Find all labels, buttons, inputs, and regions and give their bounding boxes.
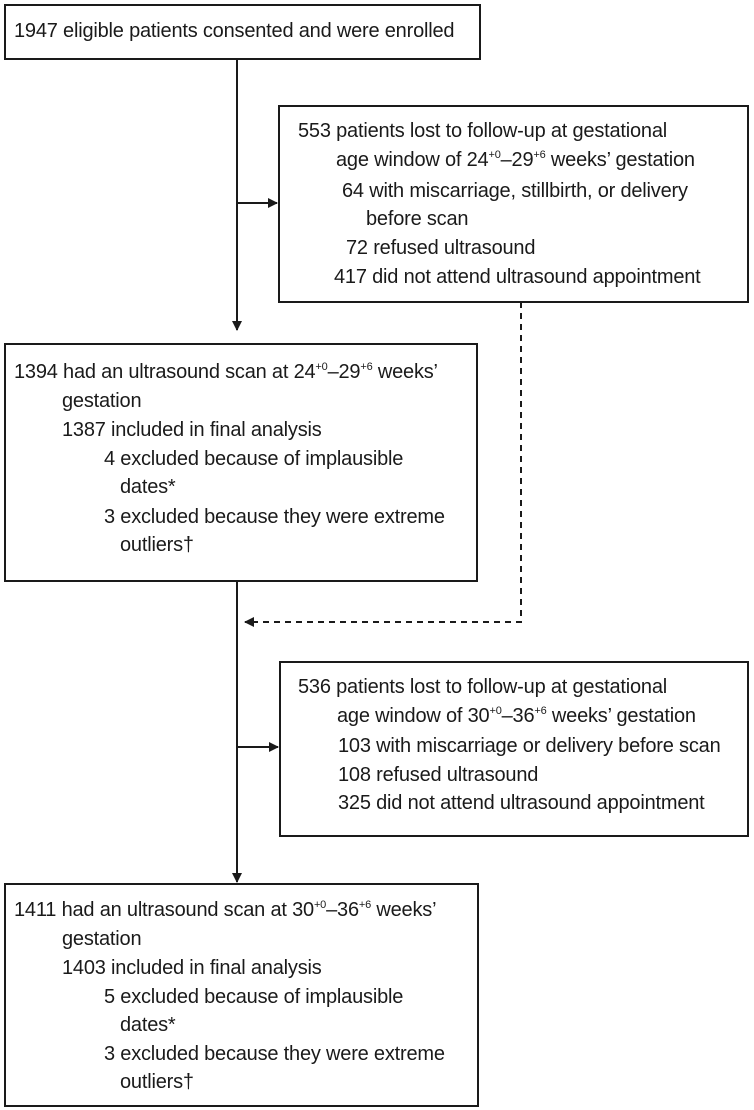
scan2-line-3: 1403 included in final analysis <box>62 957 322 979</box>
lost-followup-box-2: 536 patients lost to follow-up at gestat… <box>279 661 749 837</box>
enrolled-box: 1947 eligible patients consented and wer… <box>4 4 481 60</box>
scan1-line-4: 4 excluded because of implausible <box>104 448 404 470</box>
scan-box-1: 1394 had an ultrasound scan at 24+0–29+6… <box>4 343 478 582</box>
lost1-line-1: 553 patients lost to follow-up at gestat… <box>298 120 668 142</box>
scan2-line-7: outliers† <box>120 1071 194 1093</box>
lost1-line-5: 72 refused ultrasound <box>346 237 536 259</box>
scan1-line-3: 1387 included in final analysis <box>62 419 322 441</box>
scan1-line-7: outliers† <box>120 534 194 556</box>
lost1-line-3: 64 with miscarriage, stillbirth, or deli… <box>342 180 688 202</box>
scan-box-2: 1411 had an ultrasound scan at 30+0–36+6… <box>4 883 479 1107</box>
scan1-line-1: 1394 had an ultrasound scan at 24+0–29+6… <box>14 361 438 383</box>
scan1-line-2: gestation <box>62 390 142 412</box>
scan1-line-5: dates* <box>120 476 176 498</box>
lost2-line-4: 108 refused ultrasound <box>338 764 539 786</box>
scan2-line-5: dates* <box>120 1014 176 1036</box>
lost2-line-1: 536 patients lost to follow-up at gestat… <box>298 676 668 698</box>
lost2-line-3: 103 with miscarriage or delivery before … <box>338 735 721 757</box>
enrolled-text: 1947 eligible patients consented and wer… <box>14 20 455 42</box>
lost-followup-box-1: 553 patients lost to follow-up at gestat… <box>278 105 749 303</box>
dashed-return-arrow <box>244 302 522 627</box>
lost1-line-2: age window of 24+0–29+6 weeks’ gestation <box>336 149 695 171</box>
scan2-line-6: 3 excluded because they were extreme <box>104 1043 445 1065</box>
scan2-line-1: 1411 had an ultrasound scan at 30+0–36+6… <box>14 899 437 921</box>
scan1-line-6: 3 excluded because they were extreme <box>104 506 445 528</box>
scan2-line-4: 5 excluded because of implausible <box>104 986 404 1008</box>
lost1-line-4: before scan <box>366 208 469 230</box>
lost2-line-2: age window of 30+0–36+6 weeks’ gestation <box>337 705 696 727</box>
lost1-line-6: 417 did not attend ultrasound appointmen… <box>334 266 701 288</box>
lost2-line-5: 325 did not attend ultrasound appointmen… <box>338 792 705 814</box>
scan2-line-2: gestation <box>62 928 142 950</box>
